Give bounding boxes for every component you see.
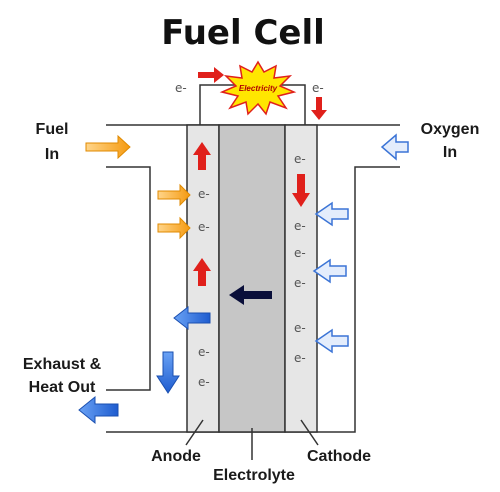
cathode-electron: e- [294, 276, 306, 290]
cathode-electron: e- [294, 152, 306, 166]
oxygen-to-cathode-arrow-icon [312, 258, 347, 284]
cathode-label: Cathode [307, 448, 371, 465]
cathode-electron: e- [294, 321, 306, 335]
leader-lines [185, 419, 319, 460]
electrolyte-layer [218, 124, 286, 433]
oxygen-in-arrow-icon [380, 133, 409, 161]
anode-electron: e- [198, 220, 210, 234]
exhaust-arrow-down-icon [156, 351, 180, 394]
oxygen-to-cathode-arrow-icon [314, 201, 349, 227]
electron-wire-left: e- [175, 81, 187, 95]
page-title: Fuel Cell [161, 13, 325, 53]
exhaust-arrow-left-icon [173, 305, 211, 331]
anode-electron: e- [198, 345, 210, 359]
cathode-electron: e- [294, 219, 306, 233]
oxygen-in-label-line1: Oxygen [421, 121, 480, 138]
electricity-burst: Electricity [219, 60, 297, 116]
cathode-arrow-down-icon [292, 174, 310, 207]
electrolyte-label: Electrolyte [213, 467, 295, 484]
fuel-in-label-line2: In [45, 146, 59, 163]
fuel-in-arrow-icon [85, 134, 131, 160]
anode-arrow-up-icon [193, 258, 211, 286]
oxygen-to-cathode-arrow-icon [314, 328, 349, 354]
electricity-label: Electricity [239, 84, 278, 93]
cathode-electron: e- [294, 351, 306, 365]
fuel-in-label-line1: Fuel [36, 121, 69, 138]
exhaust-out-arrow-icon [78, 395, 119, 425]
ion-flow-arrow-icon [229, 285, 272, 305]
anode-arrow-up-icon [193, 142, 211, 170]
fuel-to-anode-arrow-icon [157, 183, 191, 207]
wire-arrow-down-icon [311, 97, 327, 120]
exhaust-label-line1: Exhaust & [23, 356, 102, 373]
electron-wire-right: e- [312, 81, 324, 95]
anode-electron: e- [198, 187, 210, 201]
exhaust-label-line2: Heat Out [29, 379, 96, 396]
anode-label: Anode [151, 448, 201, 465]
oxygen-in-label-line2: In [443, 144, 457, 161]
wire-arrow-right-icon [198, 67, 224, 83]
cathode-electron: e- [294, 246, 306, 260]
anode-electron: e- [198, 375, 210, 389]
fuel-to-anode-arrow-icon [157, 216, 191, 240]
anode-plate [186, 124, 220, 433]
